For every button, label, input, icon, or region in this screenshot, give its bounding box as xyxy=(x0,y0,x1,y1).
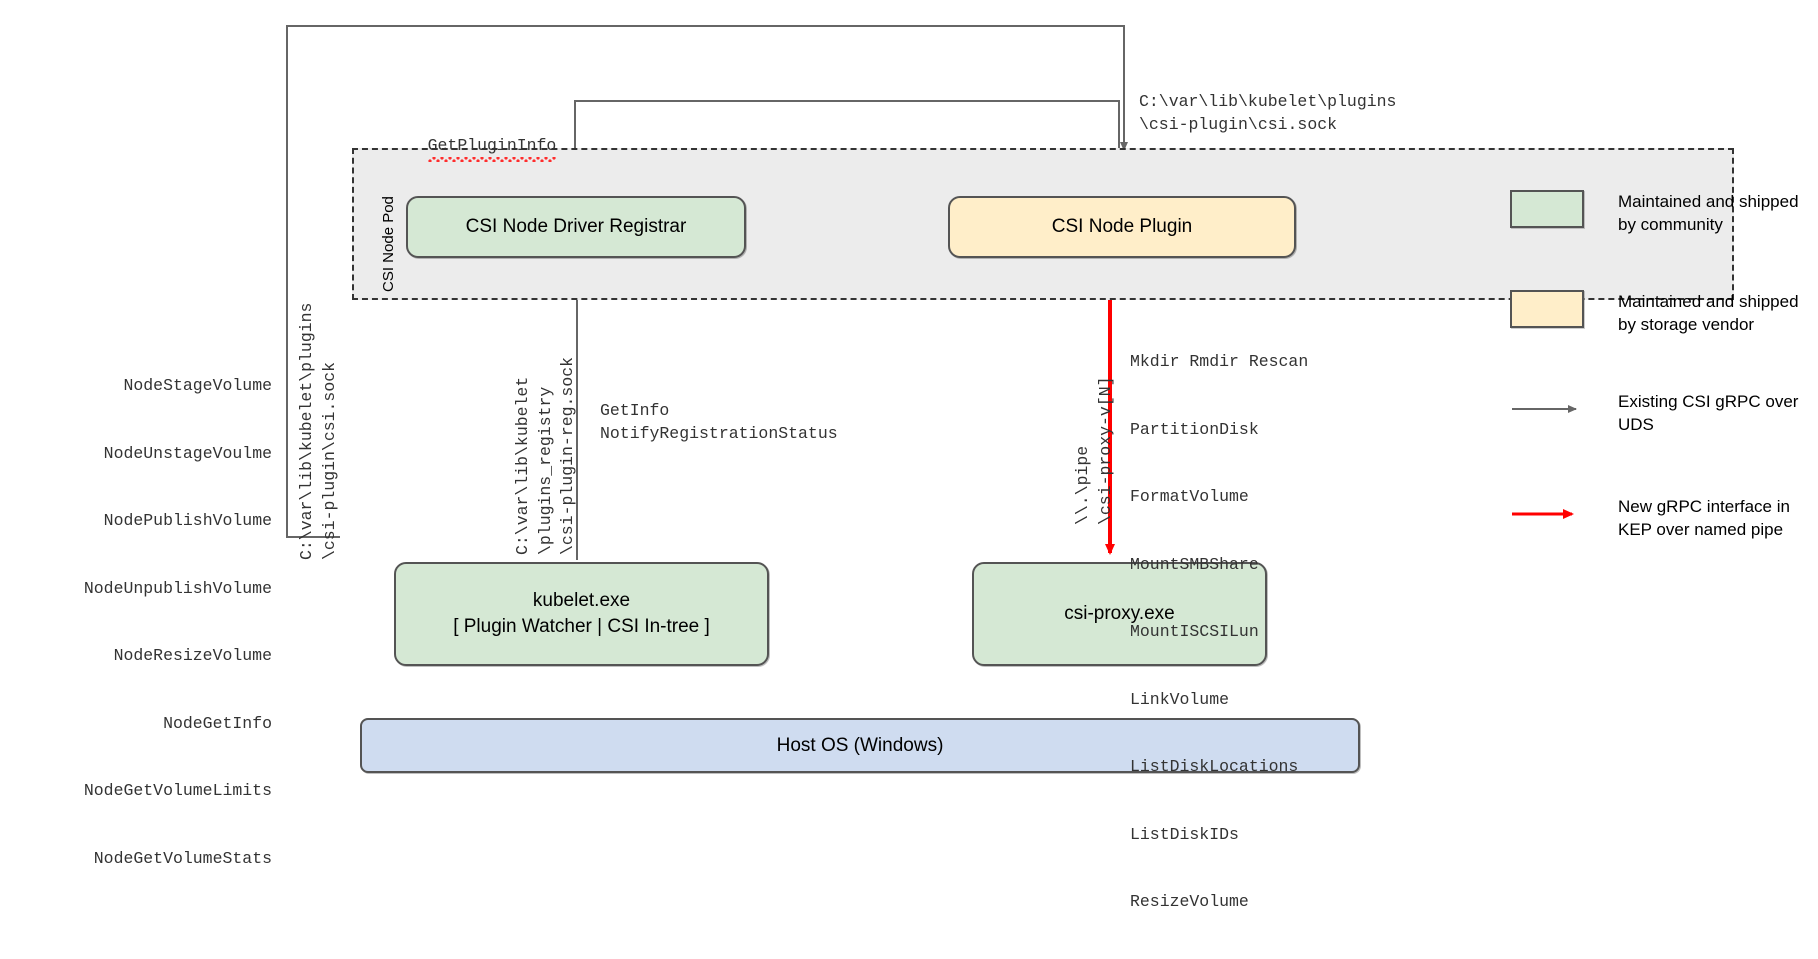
legend-arrow-red-icon xyxy=(1510,495,1584,533)
legend-arrow-grey-icon xyxy=(1510,390,1584,428)
csi-proxy-rpc-list: Mkdir Rmdir Rescan PartitionDisk FormatV… xyxy=(1130,306,1308,959)
csi-proxy-rpc-item: ListDiskIDs xyxy=(1130,824,1239,844)
legend-label-new-grpc: New gRPC interface in KEP over named pip… xyxy=(1618,497,1790,539)
csi-proxy-rpc-item: LinkVolume xyxy=(1130,689,1230,709)
csi-node-rpc-list: NodeStageVolume NodeUnstageVoulme NodePu… xyxy=(0,330,272,915)
legend-label-existing-uds: Existing CSI gRPC over UDS xyxy=(1618,392,1799,434)
node-csi-node-plugin-label: CSI Node Plugin xyxy=(1051,216,1193,238)
legend-label-community: Maintained and shipped by community xyxy=(1618,192,1799,234)
label-registrar-calls: GetInfo NotifyRegistrationStatus xyxy=(600,401,838,443)
legend-label-vendor: Maintained and shipped by storage vendor xyxy=(1618,292,1799,334)
node-kubelet-exe[interactable]: kubelet.exe [ Plugin Watcher | CSI In-tr… xyxy=(394,562,769,666)
legend-item-existing-uds: Existing CSI gRPC over UDS xyxy=(1510,390,1818,436)
legend-swatch-vendor xyxy=(1510,290,1584,328)
node-kubelet-exe-subtitle: [ Plugin Watcher | CSI In-tree ] xyxy=(453,616,710,637)
node-host-os-label: Host OS (Windows) xyxy=(776,734,944,756)
label-kubelet-plugin-path-vertical: C:\var\lib\kubelet\plugins \csi-plugin\c… xyxy=(297,302,339,560)
csi-proxy-rpc-item: ListDiskLocations xyxy=(1130,757,1299,776)
node-csi-proxy-exe-label: csi-proxy.exe xyxy=(1064,603,1175,625)
get-plugin-info-text: GetPluginInfo xyxy=(427,135,556,162)
diagram-canvas: CSI Node Pod CSI Node Driver Registrar C… xyxy=(84,25,1810,911)
csi-proxy-rpc-item: Mkdir Rmdir Rescan xyxy=(1130,352,1309,371)
node-host-os[interactable]: Host OS (Windows) xyxy=(360,718,1360,773)
legend-swatch-community xyxy=(1510,190,1584,228)
csi-node-rpc-item: NodeGetInfo xyxy=(163,713,272,733)
label-registry-path-vertical: C:\var\lib\kubelet \plugins_registry \cs… xyxy=(513,356,577,555)
csi-proxy-rpc-item: PartitionDisk xyxy=(1130,419,1259,439)
csi-node-rpc-item: NodeUnpublishVolume xyxy=(83,578,272,598)
csi-proxy-rpc-item: ResizeVolume xyxy=(1130,892,1249,911)
node-csi-node-plugin[interactable]: CSI Node Plugin xyxy=(948,196,1296,258)
node-csi-node-driver-registrar[interactable]: CSI Node Driver Registrar xyxy=(406,196,746,258)
csi-node-rpc-item: NodePublishVolume xyxy=(103,511,272,530)
label-named-pipe-vertical: \\.\pipe \csi-proxy-v[N] xyxy=(1073,376,1115,525)
csi-node-rpc-item: NodeGetVolumeLimits xyxy=(83,781,272,800)
legend-item-community: Maintained and shipped by community xyxy=(1510,190,1818,236)
node-kubelet-exe-title: kubelet.exe xyxy=(532,590,631,612)
csi-node-rpc-item: NodeResizeVolume xyxy=(113,646,272,665)
csi-node-pod-label: CSI Node Pod xyxy=(380,196,397,292)
legend-item-new-grpc: New gRPC interface in KEP over named pip… xyxy=(1510,495,1818,541)
csi-node-rpc-item: NodeStageVolume xyxy=(123,376,272,395)
csi-proxy-rpc-item: MountISCSILun xyxy=(1130,622,1259,641)
legend-item-vendor: Maintained and shipped by storage vendor xyxy=(1510,290,1818,336)
node-csi-proxy-exe[interactable]: csi-proxy.exe xyxy=(972,562,1267,666)
label-plugin-socket-path: C:\var\lib\kubelet\plugins \csi-plugin\c… xyxy=(1139,92,1397,134)
legend: Maintained and shipped by community Main… xyxy=(1510,190,1810,650)
label-get-plugin-info: GetPluginInfo xyxy=(388,112,556,180)
node-csi-node-driver-registrar-label: CSI Node Driver Registrar xyxy=(465,216,687,238)
csi-proxy-rpc-item: MountSMBShare xyxy=(1130,554,1259,574)
csi-proxy-rpc-item: FormatVolume xyxy=(1130,487,1249,506)
csi-node-rpc-item: NodeGetVolumeStats xyxy=(93,848,272,868)
csi-node-rpc-item: NodeUnstageVoulme xyxy=(103,443,272,463)
